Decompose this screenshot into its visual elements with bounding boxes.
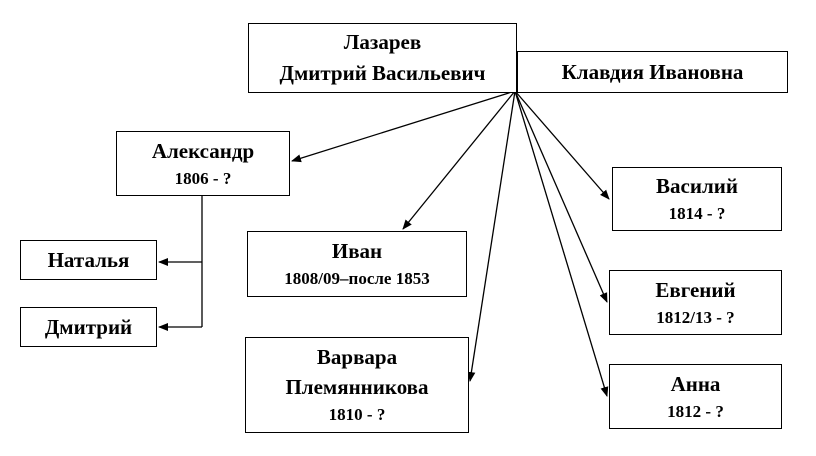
grandchild-name: Дмитрий — [44, 315, 133, 339]
child-box-evgeniy: Евгений 1812/13 - ? — [609, 270, 782, 335]
child-name: Александр — [151, 138, 255, 163]
child-box-aleksandr: Александр 1806 - ? — [116, 131, 290, 196]
child-box-varvara: Варвара Племянникова 1810 - ? — [245, 337, 469, 433]
arrow-to-evgeniy — [514, 90, 608, 303]
child-name: Евгений — [655, 277, 736, 302]
arrow-to-varvara — [467, 90, 516, 382]
child-years: 1814 - ? — [668, 204, 726, 223]
child-surname: Племянникова — [285, 375, 429, 399]
arrow-to-aleksandr — [291, 90, 516, 163]
father-surname: Лазарев — [343, 30, 422, 54]
arrow-to-vasiliy — [514, 90, 610, 200]
child-box-vasiliy: Василий 1814 - ? — [612, 167, 782, 231]
mother-box: Клавдия Ивановна — [517, 51, 788, 93]
child-name: Варвара — [316, 345, 398, 369]
father-box: Лазарев Дмитрий Васильевич — [248, 23, 517, 93]
child-years: 1806 - ? — [174, 168, 232, 188]
arrow-to-anna — [514, 90, 609, 397]
child-box-ivan: Иван 1808/09–после 1853 — [247, 231, 467, 297]
grandchild-box-dmitriy: Дмитрий — [20, 307, 157, 347]
child-name: Анна — [670, 371, 721, 396]
child-name: Иван — [331, 239, 383, 263]
grandchild-box-natalya: Наталья — [20, 240, 157, 280]
arrow-to-ivan — [402, 90, 516, 230]
child-box-anna: Анна 1812 - ? — [609, 364, 782, 429]
child-years: 1812 - ? — [667, 401, 724, 421]
child-years: 1812/13 - ? — [656, 307, 735, 327]
mother-name: Клавдия Ивановна — [561, 59, 744, 84]
father-name: Дмитрий Васильевич — [279, 61, 486, 85]
grandchild-name: Наталья — [47, 248, 130, 272]
child-years: 1808/09–после 1853 — [284, 269, 430, 288]
child-years: 1810 - ? — [328, 405, 386, 424]
child-name: Василий — [656, 174, 738, 198]
